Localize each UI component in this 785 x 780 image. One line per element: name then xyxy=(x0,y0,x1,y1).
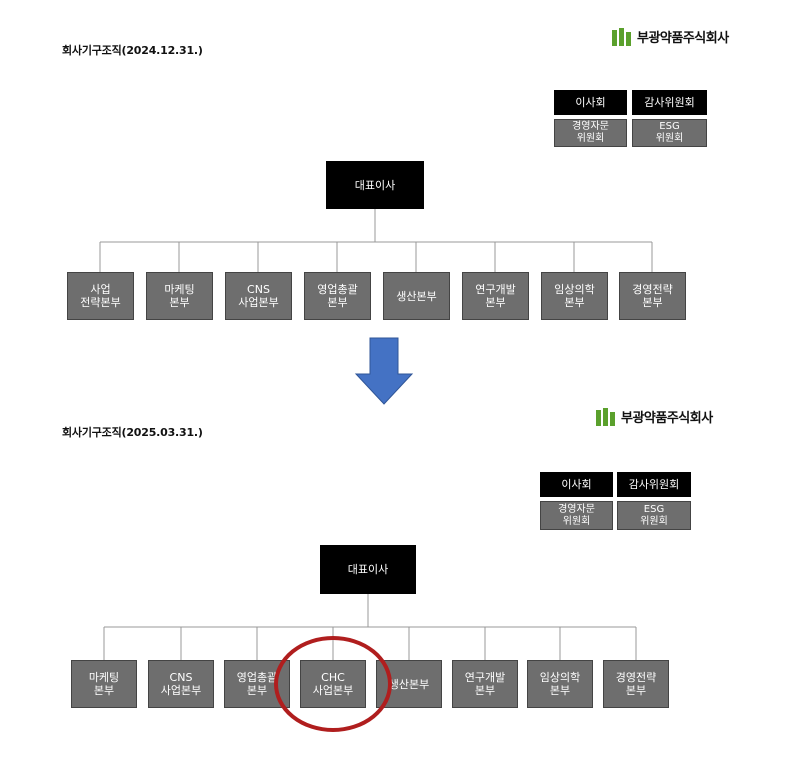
advisory-committee-box: 경영자문 위원회 xyxy=(554,119,627,147)
company-logo: 부광약품주식회사 xyxy=(596,407,713,426)
advisory-committee-box: 경영자문 위원회 xyxy=(540,501,613,530)
division-box: 마케팅 본부 xyxy=(71,660,137,708)
division-box: 연구개발 본부 xyxy=(462,272,529,320)
company-logo: 부광약품주식회사 xyxy=(612,27,729,46)
division-box: 영업총괄 본부 xyxy=(304,272,371,320)
logo-icon xyxy=(612,27,631,46)
esg-committee-box: ESG 위원회 xyxy=(632,119,707,147)
board-box: 이사회 xyxy=(540,472,613,497)
ceo-box: 대표이사 xyxy=(326,161,424,209)
logo-text: 부광약품주식회사 xyxy=(637,31,729,46)
logo-icon xyxy=(596,407,615,426)
logo-text: 부광약품주식회사 xyxy=(621,411,713,426)
division-box: 경영전략 본부 xyxy=(603,660,669,708)
division-box: 마케팅 본부 xyxy=(146,272,213,320)
division-box: 사업 전략본부 xyxy=(67,272,134,320)
transition-arrow xyxy=(354,337,414,405)
division-box: 연구개발 본부 xyxy=(452,660,518,708)
division-box: 임상의학 본부 xyxy=(541,272,608,320)
division-box: CNS 사업본부 xyxy=(225,272,292,320)
audit-committee-box: 감사위원회 xyxy=(632,90,707,115)
esg-committee-box: ESG 위원회 xyxy=(617,501,691,530)
audit-committee-box: 감사위원회 xyxy=(617,472,691,497)
board-box: 이사회 xyxy=(554,90,627,115)
division-box-new: CHC 사업본부 xyxy=(300,660,366,708)
division-box: 임상의학 본부 xyxy=(527,660,593,708)
chart-caption-before: 회사기구조직(2024.12.31.) xyxy=(62,44,203,57)
ceo-box: 대표이사 xyxy=(320,545,416,594)
division-box: 경영전략 본부 xyxy=(619,272,686,320)
division-box: CNS 사업본부 xyxy=(148,660,214,708)
highlight-ring xyxy=(274,636,392,732)
division-box: 생산본부 xyxy=(383,272,450,320)
chart-caption-after: 회사기구조직(2025.03.31.) xyxy=(62,426,203,439)
